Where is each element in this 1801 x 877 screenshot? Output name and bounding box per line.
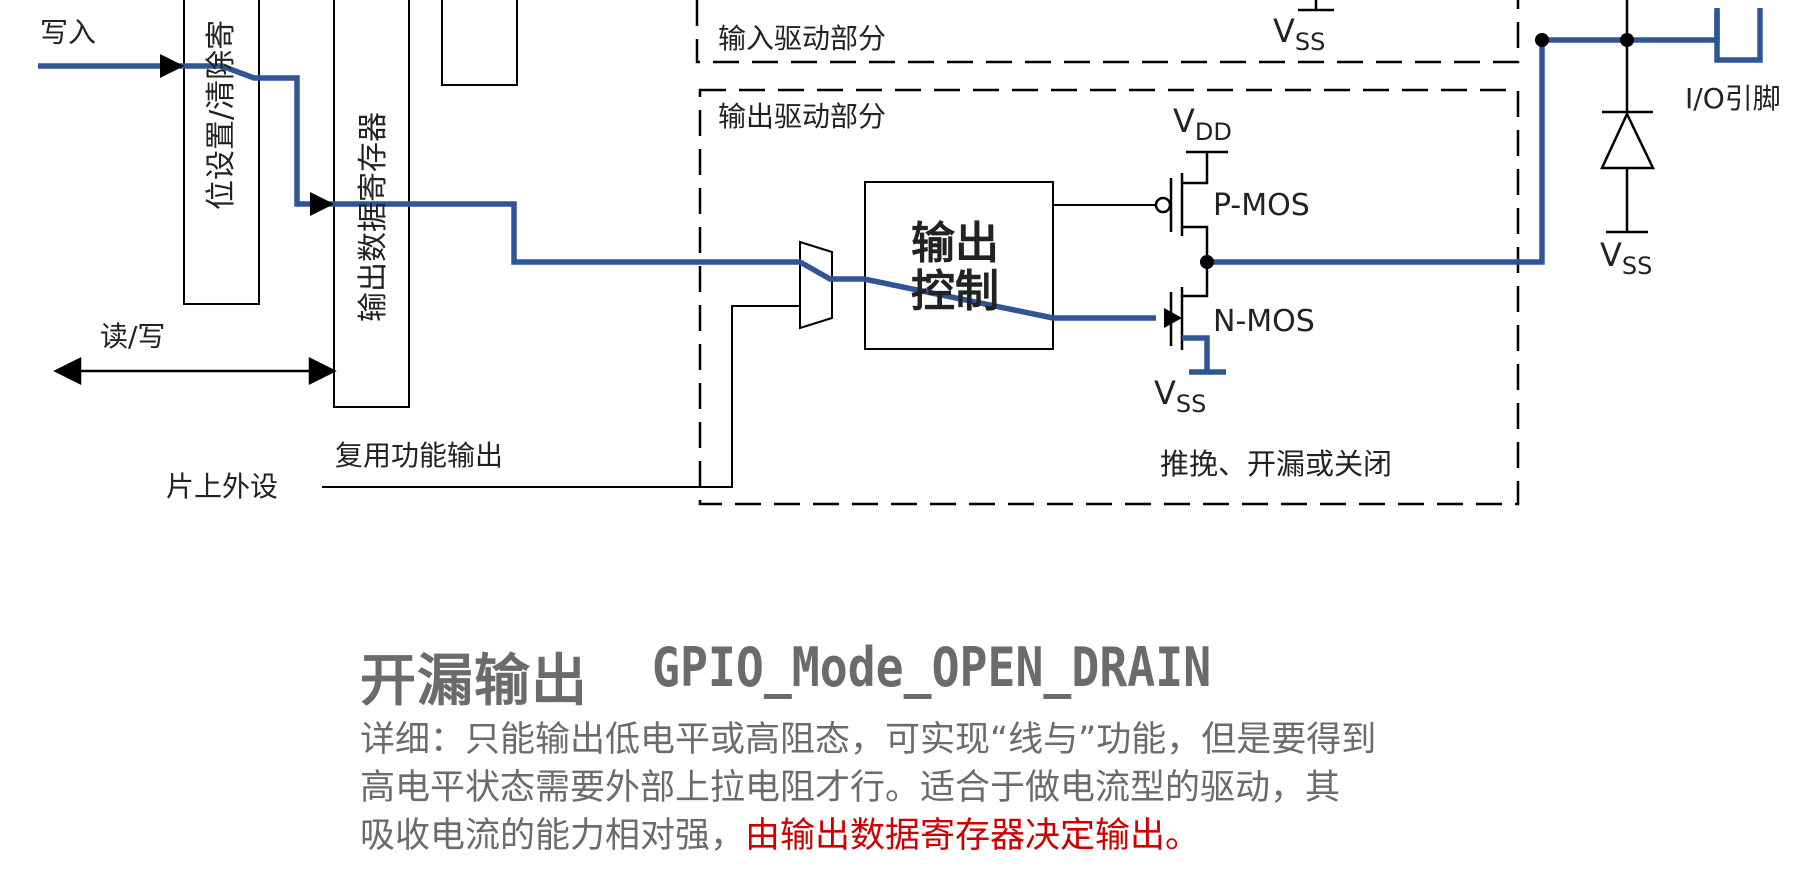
description-line-3: 吸收电流的能力相对强，由输出数据寄存器决定输出。 <box>360 812 1500 860</box>
bit-set-reset-label: 位设置/清除寄 <box>204 20 239 210</box>
input-vss-label: VSS <box>1273 12 1325 56</box>
mode-title-english: GPIO_Mode_OPEN_DRAIN <box>652 636 1212 699</box>
on-chip-peripheral-label: 片上外设 <box>166 470 278 503</box>
diode-vss-label: VSS <box>1600 236 1652 280</box>
output-driver-label: 输出驱动部分 <box>718 100 886 133</box>
protection-diode <box>1600 40 1655 234</box>
description-line-1: 详细：只能输出低电平或高阻态，可实现“线与”功能，但是要得到 <box>360 720 1377 760</box>
io-pin-label: I/O引脚 <box>1685 82 1781 115</box>
nmos-channel-path <box>1182 335 1210 346</box>
vdd-label: VDD <box>1173 102 1232 146</box>
input-driver-region <box>695 0 1520 64</box>
junction-dots <box>1200 33 1634 269</box>
mode-description: 详细：只能输出低电平或高阻态，可实现“线与”功能，但是要得到 高电平状态需要外部… <box>360 716 1500 860</box>
read-write-arrow <box>53 356 337 386</box>
alternate-function-wire <box>322 305 800 488</box>
top-register-block <box>441 0 518 86</box>
modes-label: 推挽、开漏或关闭 <box>1160 447 1392 481</box>
output-control-label-2: 控制 <box>911 266 999 317</box>
output-multiplexer <box>799 240 833 330</box>
mode-title-chinese: 开漏输出 <box>360 649 588 714</box>
output-control-block <box>864 181 1054 350</box>
input-vss-symbol <box>1298 0 1334 12</box>
output-driver-region <box>698 88 1520 506</box>
pmos-label: P-MOS <box>1213 188 1310 223</box>
write-label: 写入 <box>40 16 96 49</box>
signal-arrowheads <box>160 54 1182 328</box>
output-data-register-label: 输出数据寄存器 <box>356 112 391 322</box>
alternate-function-label: 复用功能输出 <box>335 439 503 472</box>
description-highlight: 由输出数据寄存器决定输出。 <box>745 816 1201 856</box>
input-driver-label: 输入驱动部分 <box>718 22 886 55</box>
read-write-label: 读/写 <box>100 320 165 353</box>
nmos-vss-label: VSS <box>1154 374 1206 418</box>
description-line-2: 高电平状态需要外部上拉电阻才行。适合于做电流型的驱动，其 <box>360 768 1341 808</box>
bit-set-reset-register <box>183 0 260 305</box>
nmos-label: N-MOS <box>1213 304 1315 339</box>
pmos-transistor <box>1154 152 1209 262</box>
output-control-label-1: 输出 <box>911 218 999 269</box>
description-line-3-plain: 吸收电流的能力相对强， <box>360 816 746 856</box>
